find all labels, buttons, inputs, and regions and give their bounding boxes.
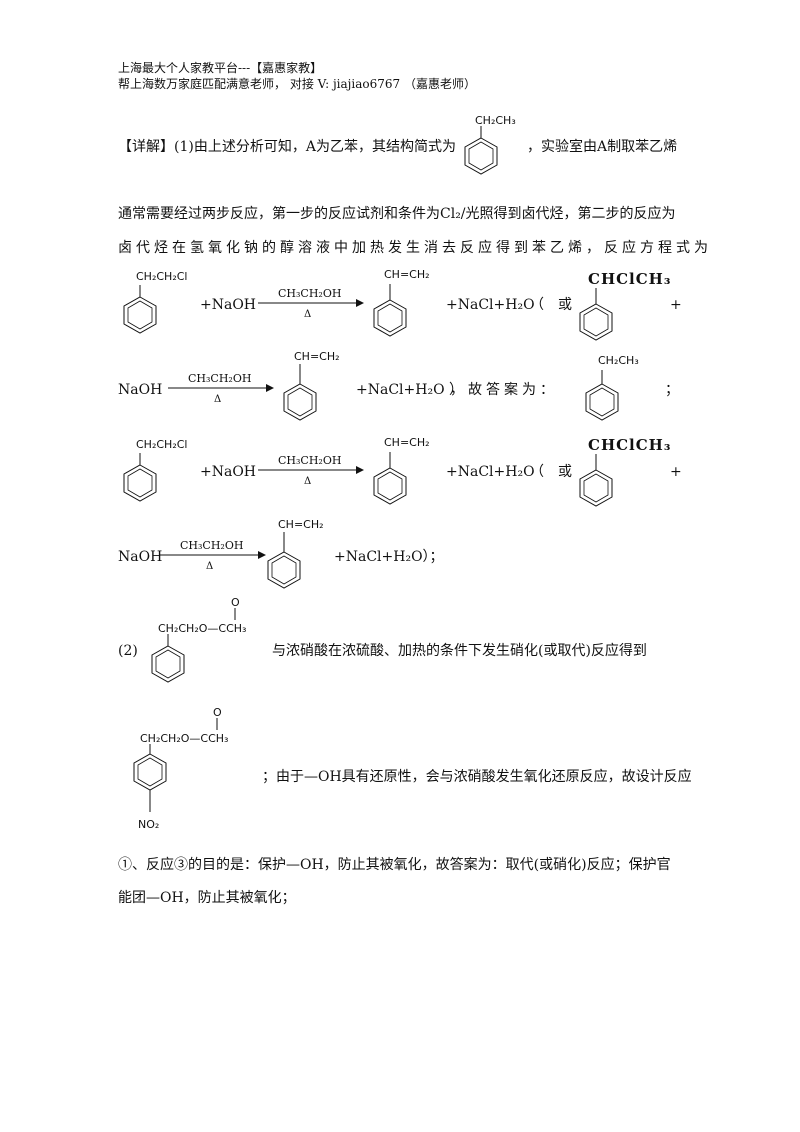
phenethyl-acetate-structure: CH₂CH₂O—CCH₃ O	[151, 596, 246, 683]
reagent-label: CH₃CH₂OH	[180, 539, 243, 552]
heat-label: Δ	[206, 561, 213, 572]
vinyl-label: CH=CH₂	[384, 268, 430, 281]
naoh: NaOH	[118, 549, 163, 565]
ethyl-label: CH₂CH₃	[598, 354, 639, 367]
products-end: +NaCl+H₂O）；	[334, 549, 444, 565]
answer-prefix: ，故答案为：	[450, 382, 558, 398]
carbonyl-oxygen-label: O	[231, 596, 240, 609]
paragraph-detail-intro: 【详解】(1)由上述分析可知，A为乙苯，其结构简式为	[118, 139, 456, 155]
vinyl-label: CH=CH₂	[278, 518, 324, 531]
reagent-label: CH₃CH₂OH	[278, 287, 341, 300]
products: +NaCl+H₂O	[446, 297, 535, 313]
naoh: NaOH	[118, 382, 163, 398]
ethylbenzene-structure: CH₂CH₃	[464, 114, 516, 175]
ester-chain-label: CH₂CH₂O—CCH₃	[158, 622, 246, 635]
chloroethylbenzene-structure: CH₂CH₂Cl	[123, 438, 187, 502]
paragraph-purpose-line-1: ①、反应③的目的是：保护—OH，防止其被氧化，故答案为：取代(或硝化)反应；保护…	[118, 857, 671, 873]
styrene-structure: CH=CH₂	[373, 436, 430, 505]
paragraph-reaction-steps: 通常需要经过两步反应，第一步的反应试剂和条件为Cl₂/光照得到卤代烃，第二步的反…	[118, 206, 676, 222]
plus-sign: +	[670, 297, 682, 313]
reagent-label: CH₃CH₂OH	[278, 454, 341, 467]
chclch3-label: CHClCH₃	[588, 270, 671, 288]
styrene-structure: CH=CH₂	[373, 268, 430, 337]
styrene-structure: CH=CH₂	[267, 518, 324, 589]
carbonyl-oxygen-label: O	[213, 706, 222, 719]
reaction-arrow: CH₃CH₂OH Δ	[168, 372, 274, 405]
or-open: （ 或	[530, 297, 572, 313]
heat-label: Δ	[304, 309, 311, 320]
heat-label: Δ	[304, 476, 311, 487]
styrene-structure: CH=CH₂	[283, 350, 340, 421]
reaction-arrow: CH₃CH₂OH Δ	[258, 287, 364, 320]
nitro-phenethyl-acetate-structure: CH₂CH₂O—CCH₃ O NO₂	[133, 706, 228, 831]
plus-naoh: +NaOH	[200, 297, 257, 313]
products: +NaCl+H₂O	[446, 464, 535, 480]
paragraph-nitration: 与浓硝酸在浓硫酸、加热的条件下发生硝化(或取代)反应得到	[272, 643, 647, 659]
header-line-2: 帮上海数万家庭匹配满意老师， 对接 V: jiajiao6767 （嘉惠老师）	[118, 77, 476, 91]
reagent-label: CH₃CH₂OH	[188, 372, 251, 385]
or-open: （ 或	[530, 464, 572, 480]
paragraph-purpose-line-2: 能团—OH，防止其被氧化；	[118, 890, 296, 906]
paragraph-elimination: 卤代烃在氢氧化钠的醇溶液中加热发生消去反应得到苯乙烯，反应方程式为	[118, 240, 712, 256]
vinyl-label: CH=CH₂	[384, 436, 430, 449]
semicolon: ；	[665, 382, 679, 398]
chloroethylbenzene-alt-structure: CHClCH₃	[579, 436, 671, 507]
ethylbenzene-structure: CH₂CH₃	[585, 354, 639, 421]
chclch3-label: CHClCH₃	[588, 436, 671, 454]
chloroethylbenzene-alt-structure: CHClCH₃	[579, 270, 671, 341]
nitro-label: NO₂	[138, 818, 159, 831]
products: +NaCl+H₂O ）	[356, 382, 463, 398]
header-line-1: 上海最大个人家教平台---【嘉惠家教】	[118, 61, 323, 75]
heat-label: Δ	[214, 394, 221, 405]
chloroethyl-label: CH₂CH₂Cl	[136, 270, 187, 283]
chloroethylbenzene-structure: CH₂CH₂Cl	[123, 270, 187, 334]
section-label-2: (2)	[118, 643, 138, 659]
vinyl-label: CH=CH₂	[294, 350, 340, 363]
plus-naoh: +NaOH	[200, 464, 257, 480]
paragraph-detail-cont: ，实验室由A制取苯乙烯	[527, 139, 678, 155]
paragraph-oxidation: ；由于—OH具有还原性，会与浓硝酸发生氧化还原反应，故设计反应	[262, 769, 692, 785]
reaction-arrow: CH₃CH₂OH Δ	[258, 454, 364, 487]
ethyl-label: CH₂CH₃	[475, 114, 516, 127]
chloroethyl-label: CH₂CH₂Cl	[136, 438, 187, 451]
ester-chain-label: CH₂CH₂O—CCH₃	[140, 732, 228, 745]
plus-sign: +	[670, 464, 682, 480]
reaction-arrow: CH₃CH₂OH Δ	[160, 539, 266, 572]
